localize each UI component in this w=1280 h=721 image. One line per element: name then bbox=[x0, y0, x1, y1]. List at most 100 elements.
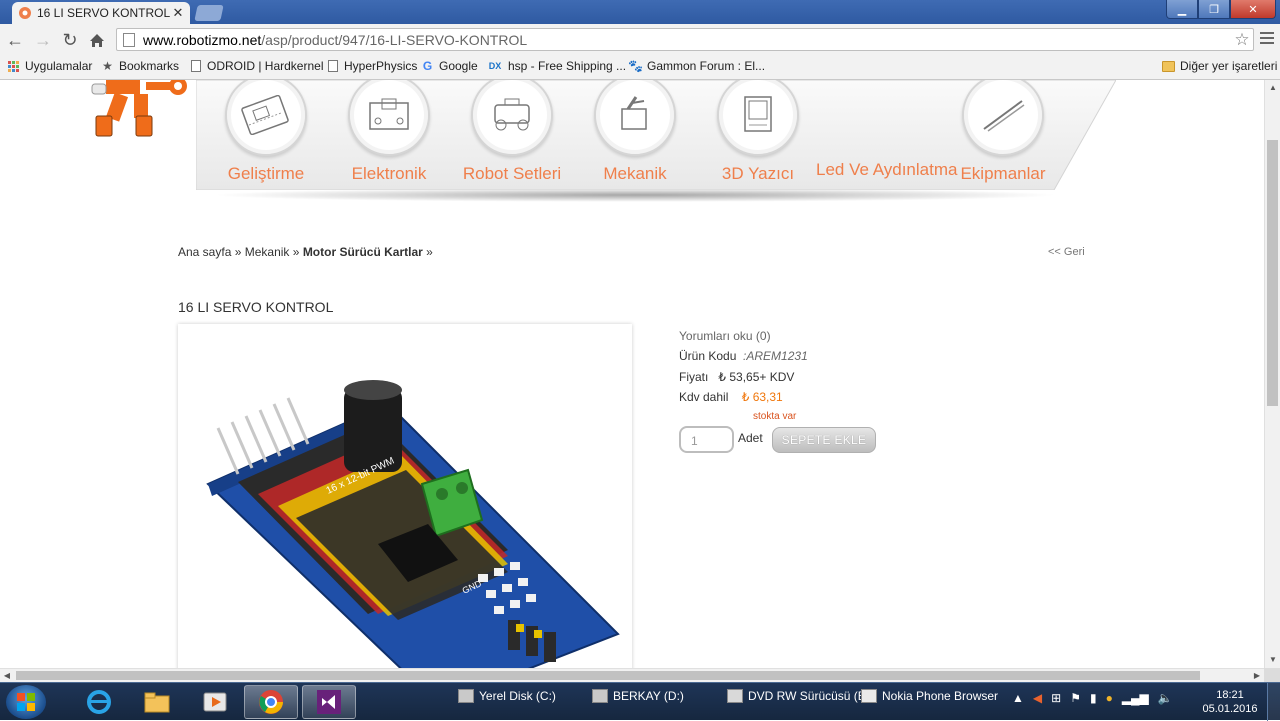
page-icon bbox=[123, 32, 135, 47]
tray-expand-icon[interactable]: ▲ bbox=[1012, 691, 1024, 705]
apps-grid-icon bbox=[7, 60, 20, 73]
category-mekanik[interactable]: Mekanik bbox=[573, 80, 697, 184]
vat-price-row: Kdv dahil ₺ 63,31 bbox=[679, 390, 783, 404]
add-to-cart-button[interactable]: SEPETE EKLE bbox=[772, 427, 876, 453]
breadcrumb-home[interactable]: Ana sayfa bbox=[178, 245, 232, 259]
taskbar-media-player[interactable] bbox=[188, 685, 242, 719]
reviews-link[interactable]: Yorumları oku (0) bbox=[679, 329, 771, 343]
media-player-icon bbox=[203, 692, 227, 712]
chrome-icon bbox=[259, 690, 283, 714]
horizontal-scroll-thumb[interactable] bbox=[16, 671, 1200, 680]
scroll-up-icon[interactable]: ▲ bbox=[1269, 83, 1277, 92]
visual-studio-icon bbox=[317, 690, 341, 714]
window-close-button[interactable]: ✕ bbox=[1230, 0, 1276, 19]
category-3d-yazici[interactable]: 3D Yazıcı bbox=[696, 80, 820, 184]
drive-icon bbox=[592, 689, 608, 703]
product-image[interactable]: 16 x 12-bit PWM GND bbox=[178, 324, 632, 668]
scroll-right-icon[interactable]: ▶ bbox=[1253, 671, 1261, 680]
bookmark-star-icon[interactable]: ☆ bbox=[1234, 29, 1250, 49]
show-desktop-button[interactable] bbox=[1267, 683, 1280, 721]
product-code-value: :AREM1231 bbox=[743, 349, 808, 363]
category-led-ve-aydinlatma[interactable]: Led Ve Aydınlatma bbox=[816, 160, 958, 179]
star-icon: ★ bbox=[102, 59, 113, 73]
lira-icon: ₺ bbox=[718, 370, 726, 384]
scroll-down-icon[interactable]: ▼ bbox=[1269, 655, 1277, 664]
bookmark-other[interactable]: Diğer yer işaretleri bbox=[1162, 59, 1277, 73]
stock-status: stokta var bbox=[753, 411, 797, 422]
folder-icon bbox=[144, 692, 170, 713]
volume-icon[interactable]: 🔈 bbox=[1157, 691, 1173, 705]
taskbar-yerel-disk[interactable]: Yerel Disk (C:) bbox=[458, 689, 556, 703]
taskbar-nokia-browser[interactable]: Nokia Phone Browser bbox=[861, 689, 998, 703]
clock-date: 05.01.2016 bbox=[1202, 703, 1258, 715]
minimize-button[interactable]: ▁ bbox=[1166, 0, 1198, 19]
bookmark-bookmarks[interactable]: ★ Bookmarks bbox=[102, 59, 180, 73]
breadcrumb-current[interactable]: Motor Sürücü Kartlar bbox=[302, 245, 423, 259]
windows-logo-icon bbox=[17, 693, 35, 711]
browser-tab[interactable]: 16 LI SERVO KONTROL Me ✕ bbox=[12, 2, 190, 24]
bookmark-odroid[interactable]: ODROID | Hardkernel bbox=[189, 59, 323, 73]
bookmarks-bar: Uygulamalar ★ Bookmarks ODROID | Hardker… bbox=[0, 55, 1280, 80]
reload-icon[interactable]: ↻ bbox=[62, 29, 78, 50]
taskbar-chrome[interactable] bbox=[244, 685, 298, 719]
vertical-scrollbar[interactable]: ▲ ▼ bbox=[1264, 80, 1280, 668]
breadcrumb-mekanik[interactable]: Mekanik bbox=[244, 245, 290, 259]
app-tray-icon[interactable]: ● bbox=[1105, 691, 1113, 705]
forward-arrow-icon[interactable]: → bbox=[34, 29, 52, 50]
back-link[interactable]: << Geri bbox=[1048, 246, 1085, 258]
lira-icon: ₺ bbox=[741, 390, 750, 404]
category-bar: Geliştirme Elektronik Robot Setleri Meka… bbox=[196, 80, 1116, 190]
robot-mascot-logo[interactable] bbox=[86, 80, 192, 138]
3d-printer-icon bbox=[717, 80, 799, 156]
bookmark-hyperphysics[interactable]: HyperPhysics bbox=[326, 59, 417, 73]
home-icon[interactable] bbox=[86, 29, 108, 51]
site-favicon-icon bbox=[18, 6, 32, 20]
category-robot-setleri[interactable]: Robot Setleri bbox=[450, 80, 574, 184]
url-text[interactable]: www.robotizmo.net/asp/product/947/16-LI-… bbox=[143, 31, 528, 48]
tweezers-icon bbox=[962, 80, 1044, 156]
scroll-left-icon[interactable]: ◀ bbox=[3, 671, 11, 680]
taskbar-explorer[interactable] bbox=[130, 685, 184, 719]
circuit-board-icon bbox=[348, 80, 430, 156]
dx-logo-icon: DX bbox=[488, 61, 502, 71]
bookmark-google[interactable]: G Google bbox=[422, 59, 478, 73]
product-title: 16 LI SERVO KONTROL bbox=[178, 299, 334, 315]
page-icon bbox=[189, 60, 202, 73]
action-center-flag-icon[interactable]: ⚑ bbox=[1070, 691, 1081, 705]
category-bar-shadow bbox=[210, 188, 1060, 202]
address-bar[interactable]: www.robotizmo.net/asp/product/947/16-LI-… bbox=[116, 28, 1254, 51]
start-button[interactable] bbox=[6, 685, 46, 719]
bookmark-gammon[interactable]: 🐾 Gammon Forum : El... bbox=[628, 59, 766, 73]
tab-close-icon[interactable]: ✕ bbox=[172, 5, 184, 20]
page-viewport: Geliştirme Elektronik Robot Setleri Meka… bbox=[0, 80, 1264, 668]
robot-kit-icon bbox=[471, 80, 553, 156]
battery-icon[interactable]: ▮ bbox=[1089, 691, 1097, 705]
speaker-alert-icon[interactable]: ◀ bbox=[1032, 691, 1043, 705]
category-elektronik[interactable]: Elektronik bbox=[327, 80, 451, 184]
taskbar-dvd-drive[interactable]: DVD RW Sürücüsü (E:) bbox=[727, 689, 873, 703]
category-ekipmanlar[interactable]: Ekipmanlar bbox=[941, 80, 1065, 184]
internet-explorer-icon bbox=[87, 690, 111, 714]
maximize-button[interactable]: ❐ bbox=[1198, 0, 1230, 19]
network-signal-icon[interactable]: ▂▄▆ bbox=[1121, 691, 1149, 705]
back-arrow-icon[interactable]: ← bbox=[6, 29, 24, 50]
taskbar-ie[interactable] bbox=[72, 685, 126, 719]
system-clock[interactable]: 18:21 05.01.2016 bbox=[1200, 688, 1260, 716]
taskbar-visual-studio[interactable] bbox=[302, 685, 356, 719]
windows-flag-icon[interactable]: ⊞ bbox=[1051, 691, 1062, 705]
bookmark-dx[interactable]: DX hsp - Free Shipping ... bbox=[488, 59, 627, 73]
horizontal-scrollbar[interactable]: ◀ ▶ bbox=[0, 668, 1264, 682]
window-titlebar: 16 LI SERVO KONTROL Me ✕ ▁ ❐ ✕ bbox=[0, 0, 1280, 24]
page-icon bbox=[326, 60, 339, 73]
windows-taskbar: Yerel Disk (C:) BERKAY (D:) DVD RW Sürüc… bbox=[0, 682, 1280, 721]
taskbar-berkay-drive[interactable]: BERKAY (D:) bbox=[592, 689, 684, 703]
category-gelistirme[interactable]: Geliştirme bbox=[204, 80, 328, 184]
vertical-scroll-thumb[interactable] bbox=[1267, 140, 1278, 406]
quantity-input[interactable]: 1 bbox=[679, 426, 734, 453]
system-tray: ▲ ◀ ⊞ ⚑ ▮ ● ▂▄▆ 🔈 bbox=[1012, 691, 1173, 705]
new-tab-button[interactable] bbox=[194, 5, 224, 21]
servo-driver-board-image: 16 x 12-bit PWM GND bbox=[206, 380, 620, 668]
vat-price-value: 63,31 bbox=[752, 390, 783, 404]
chrome-menu-icon[interactable] bbox=[1260, 32, 1274, 47]
bookmark-apps[interactable]: Uygulamalar bbox=[7, 59, 92, 73]
